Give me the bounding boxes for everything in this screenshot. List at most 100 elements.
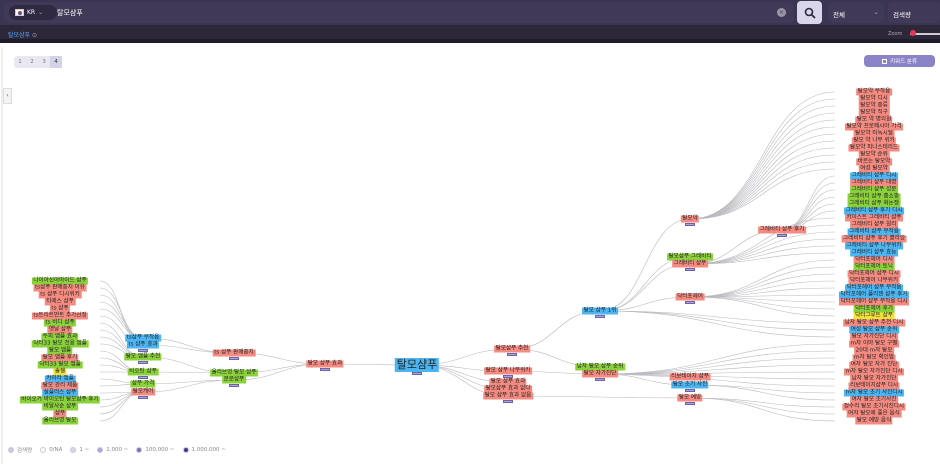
keyword-leaf[interactable]: 그레비티 샴푸 성분 [850, 186, 898, 194]
keyword-node[interactable]: 탈모 샴푸 효과 [306, 360, 344, 368]
keyword-leaf[interactable]: 닥터33 탈모 전용 앰플 [31, 340, 89, 348]
keyword-leaf[interactable]: 탈모 관리 제품 [41, 382, 79, 390]
keyword-leaf[interactable]: ts 비디 샴푸 [43, 319, 77, 327]
breadcrumb[interactable]: 탈모샴푸 ⊙ [8, 30, 37, 39]
keyword-leaf[interactable]: 솔젤 [53, 368, 67, 376]
keyword-node[interactable]: 비오틴 샴푸 [127, 368, 159, 376]
keyword-leaf[interactable]: 탈모약 종류 [858, 102, 890, 110]
keyword-leaf[interactable]: 여성 탈모약 [858, 165, 890, 173]
tab-4[interactable]: 4 [50, 56, 62, 68]
keyword-leaf[interactable]: 닥터33 탈모 앰플 [37, 361, 83, 369]
keyword-leaf[interactable]: 탈모 약 나무 위키 [851, 137, 897, 145]
search-input[interactable]: 탈모샴푸 [57, 9, 83, 17]
keyword-leaf[interactable]: 탈모약 피나스테리드 [848, 144, 900, 152]
keyword-leaf[interactable]: 그레비티 샴푸 화논쟁 [847, 200, 901, 208]
keyword-leaf[interactable]: 닥터포헤어 폴리젠 샴푸 후기 [838, 291, 910, 299]
keyword-node[interactable]: 리보테이지 샴푸 [669, 373, 711, 381]
keyword-leaf[interactable]: 탈모 앰플 후기 [41, 354, 79, 362]
keyword-node[interactable]: 탈모샴푸 추천 [494, 345, 530, 353]
keyword-classify-button[interactable]: 키워드 분류 [864, 55, 935, 67]
zoom-slider-handle[interactable] [910, 30, 916, 36]
keyword-leaf[interactable]: 그레비티 샴푸 후기 클리앙 [841, 235, 907, 243]
keyword-leaf[interactable]: ts 샴푸 디시위키 [38, 291, 82, 299]
keyword-leaf[interactable]: 실플러스 샴푸 [42, 389, 78, 397]
keyword-node[interactable]: 탈모샴푸 효과 없다 [484, 385, 532, 393]
keyword-leaf[interactable]: 탈모 예방 음식 [855, 417, 893, 425]
keyword-leaf[interactable]: 그레비티 샴푸 나무위키 [844, 242, 904, 250]
tab-3[interactable]: 3 [42, 59, 46, 65]
keyword-node[interactable]: 탈모 샴푸 효과 [489, 378, 527, 386]
metric-dropdown[interactable]: 검색량 [888, 2, 940, 23]
keyword-leaf[interactable]: 비달사순 샴푸 [42, 403, 78, 411]
keyword-leaf[interactable]: 닥터포헤어 샴푸 부작용 [844, 284, 904, 292]
keyword-node[interactable]: 탈모 샴푸 효과 없음 [483, 392, 533, 400]
keyword-leaf[interactable]: 닥터포헤어 나무위키 [848, 277, 900, 285]
keyword-node[interactable]: 그레비티 샴푸 후기 [758, 226, 806, 234]
keyword-leaf[interactable]: 20대 m자 탈모 [854, 347, 894, 355]
tab-1[interactable]: 1 [18, 59, 22, 65]
keyword-leaf[interactable]: 그레비티 샴푸 대명 [850, 179, 898, 187]
keyword-node[interactable]: 탈모 샴푸 1위 [582, 307, 618, 315]
keyword-leaf[interactable]: 그레비티 샴푸 후기 디시 [844, 207, 904, 215]
keyword-leaf[interactable]: 여성 탈모 샴푸 순위 [849, 326, 899, 334]
clear-icon[interactable]: × [777, 8, 786, 17]
keyword-node[interactable]: ts 샴푸 효과 [126, 341, 160, 349]
keyword-leaf[interactable]: 탈모약 순위 [858, 151, 890, 159]
keyword-node[interactable]: 남자 탈모 샴푸 순위 [575, 363, 625, 371]
keyword-leaf[interactable]: 그레비티 샴푸 홈쇼핑 [847, 193, 901, 201]
keyword-leaf[interactable]: 닥터포헤어 디시 [853, 256, 895, 264]
keyword-leaf[interactable]: 닥터그루트 샴푸 [853, 312, 895, 320]
keyword-leaf[interactable]: 닥터포헤어 후기 [853, 305, 895, 313]
keyword-leaf[interactable]: 탈모약 직구 [858, 109, 890, 117]
keyword-leaf[interactable]: m자 탈모 확인법 [852, 354, 896, 362]
filter-dropdown[interactable]: 전체⌄ [828, 2, 884, 23]
root-keyword[interactable]: 탈모샴푸 [394, 358, 440, 372]
keyword-node[interactable]: 올리브영 탈모 샴푸 [210, 369, 258, 377]
keyword-node[interactable]: 탈모약 [680, 215, 700, 223]
keyword-leaf[interactable]: 그레비티 샴푸 디시 [850, 172, 898, 180]
keyword-leaf[interactable]: 그레비티 샴푸 부작용 [847, 228, 901, 236]
keyword-leaf[interactable]: 여자 탈모 초기사진 [850, 396, 898, 404]
keyword-leaf[interactable]: ts 샴푸 [49, 305, 71, 313]
keyword-leaf[interactable]: 탈모 자가진단 디시 [850, 333, 898, 341]
keyword-leaf[interactable]: 탈모약 프로페시아 가격 [844, 123, 904, 131]
language-select[interactable]: KR⌄ [9, 5, 57, 20]
keyword-node[interactable]: ts 샴푸 판매중지 [212, 349, 256, 357]
keyword-node[interactable]: 탈모 예방 [677, 394, 703, 402]
keyword-leaf[interactable]: 닥터포헤어 샴푸 부작용 디시 [838, 298, 910, 306]
keyword-leaf[interactable]: ts샴푸 판매중지 이유 [33, 284, 87, 292]
zoom-slider[interactable] [910, 33, 940, 35]
collapse-panel-button[interactable]: ‹ [3, 88, 12, 104]
keyword-leaf[interactable]: 바이오거 바이오틴 탈모샴푸 후기 [19, 396, 101, 404]
keyword-node[interactable]: 분분샴푸 [222, 376, 246, 384]
keyword-leaf[interactable]: 남자 탈모 샴푸 추천 디시 [843, 319, 905, 327]
search-button[interactable] [797, 1, 822, 24]
keyword-leaf[interactable]: 샴푸 [53, 410, 67, 418]
keyword-leaf[interactable]: 바르는 탈모약 [856, 158, 892, 166]
keyword-leaf[interactable]: 탈모 앰플 [47, 347, 73, 355]
keyword-node[interactable]: 탈모 초기 사진 [671, 381, 709, 389]
keyword-leaf[interactable]: 두피 앰플 효과 [41, 333, 79, 341]
keyword-leaf[interactable]: 카미라 앰플 [44, 375, 76, 383]
keyword-node[interactable]: 닥터포헤어 [675, 293, 705, 301]
keyword-leaf[interactable]: 탈모약 미녹시딜 [853, 130, 895, 138]
keyword-leaf[interactable]: m자 탈모 초기 사진디시 [843, 389, 905, 397]
keyword-leaf[interactable]: 옛날 샴푸 [47, 326, 73, 334]
keyword-leaf[interactable]: 그레비티 샴푸 원리 [850, 221, 898, 229]
keyword-leaf[interactable]: 여자 탈모에 좋은 음식 [846, 410, 902, 418]
keyword-leaf[interactable]: 여자 탈모 자가 진단 [849, 361, 899, 369]
keyword-leaf[interactable]: m자 탈모 자가진단 디시 [843, 368, 905, 376]
keyword-leaf[interactable]: 카이스트 그레비티 샴푸 [844, 214, 904, 222]
keyword-node[interactable]: 샴푸 가격 [130, 380, 156, 388]
tab-2[interactable]: 2 [30, 59, 34, 65]
keyword-node[interactable]: 탈모 샴푸 나무위키 [484, 367, 532, 375]
keyword-node[interactable]: 탈모케어 [131, 388, 155, 396]
keyword-leaf[interactable]: 닥터포헤어 샴푸 디시 [847, 270, 901, 278]
keyword-node[interactable]: 탈모 앰플 추천 [124, 353, 162, 361]
keyword-leaf[interactable]: m자 이마 탈모 구별 [849, 340, 899, 348]
keyword-node[interactable]: 탈모샴푸 그레비티 [667, 253, 713, 261]
keyword-leaf[interactable]: ts트리트먼트 추가선정 [31, 312, 89, 320]
keyword-leaf[interactable]: 나이아신아마이드 샴푸 [31, 277, 89, 285]
keyword-leaf[interactable]: 탈모약 디시 [858, 95, 890, 103]
keyword-leaf[interactable]: 그레비티 샴푸 효능 [850, 249, 898, 257]
